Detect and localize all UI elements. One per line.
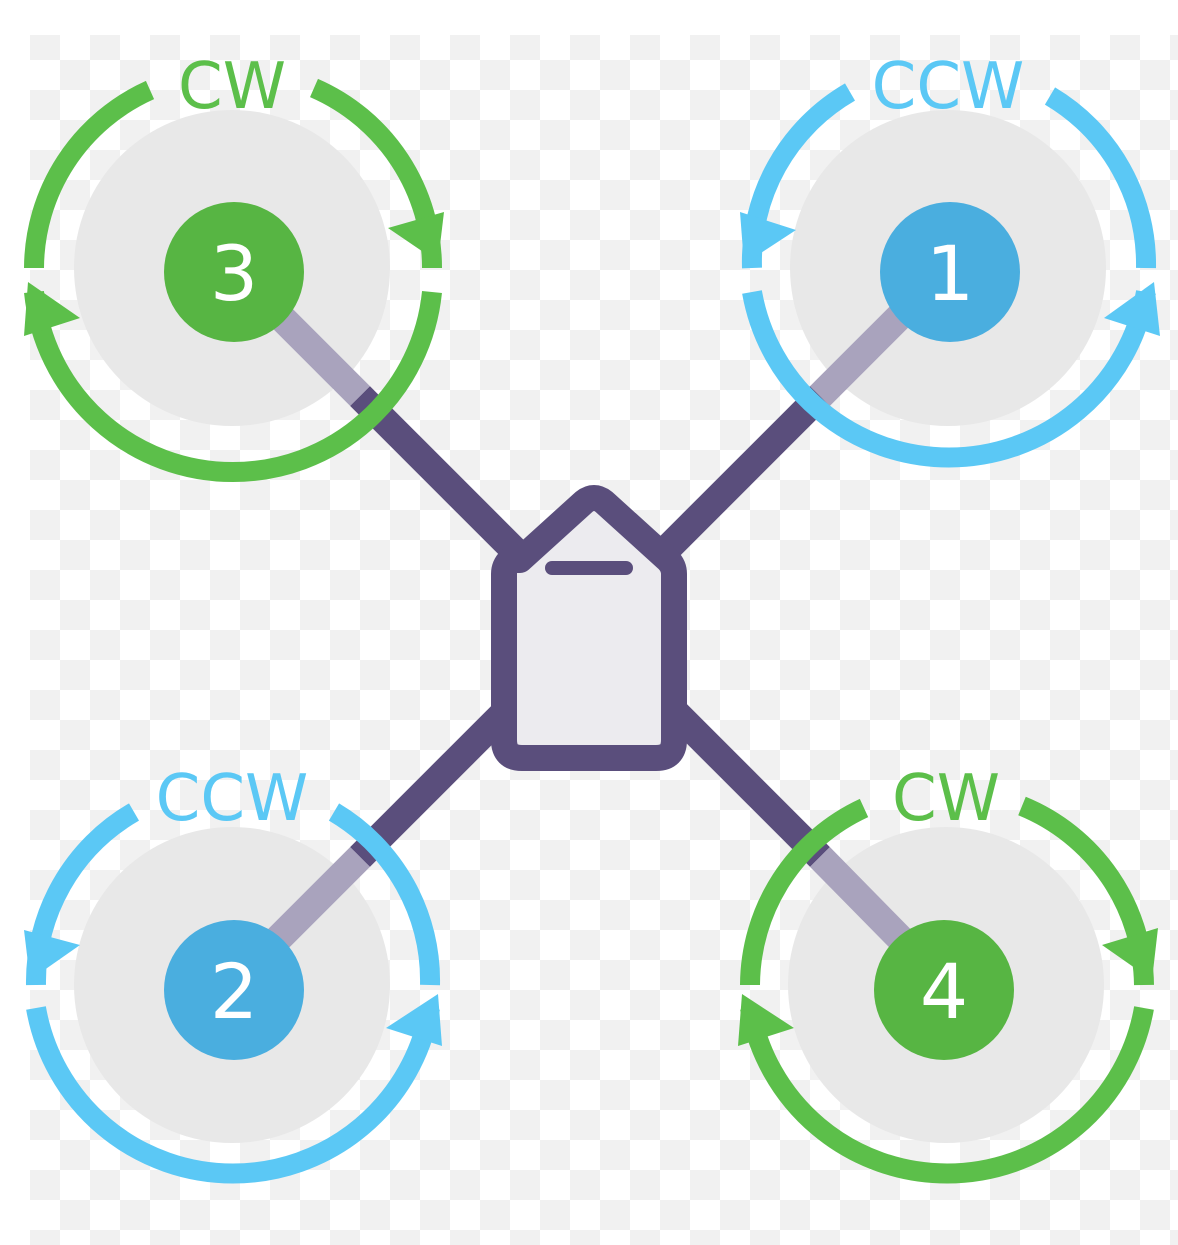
arrowhead-3-right [388, 212, 444, 262]
body-shape [491, 485, 687, 771]
direction-label-3: CW [178, 50, 286, 124]
motor-hubs: 3 1 2 4 [164, 202, 1020, 1060]
arrowhead-2-left [24, 930, 80, 980]
motor-hub-4 [874, 920, 1014, 1060]
rotation-arc-1-right [1044, 87, 1157, 269]
motor-number-2: 2 [210, 947, 258, 1036]
arrowhead-1-left [740, 212, 796, 264]
arrowhead-3-left [24, 282, 80, 336]
direction-label-1: CCW [872, 50, 1025, 124]
rotation-arc-2-right [328, 803, 441, 986]
arm-3 [350, 386, 530, 566]
direction-label-4: CW [892, 762, 1000, 836]
rotation-arc-4-bottom [740, 1006, 1154, 1184]
motor-hub-3 [164, 202, 304, 342]
rotation-arrowheads [24, 212, 1160, 1046]
motor-4: 4 [874, 920, 1014, 1060]
rotation-arc-2-bottom [26, 1006, 440, 1184]
arrowhead-4-right [1102, 928, 1158, 980]
arrowhead-4-left [738, 994, 794, 1046]
motor-1: 1 [880, 202, 1020, 342]
motor-hub-2 [164, 920, 304, 1060]
arrowhead-1-right [1104, 282, 1160, 336]
motor-hub-1 [880, 202, 1020, 342]
motor-number-4: 4 [920, 947, 968, 1036]
rotation-arc-3-bottom [24, 290, 442, 483]
flight-controller-body [491, 485, 687, 771]
arrowhead-2-right [386, 994, 442, 1046]
direction-labels: CW CCW CCW CW [156, 50, 1025, 836]
motor-3: 3 [164, 202, 304, 342]
motor-number-3: 3 [210, 229, 258, 318]
rotation-arc-1-bottom [742, 290, 1156, 468]
motor-2: 2 [164, 920, 304, 1060]
rotation-arc-3-left [24, 80, 155, 269]
rotation-arc-4-left [740, 798, 869, 986]
motor-number-1: 1 [926, 229, 974, 318]
direction-label-2: CCW [156, 762, 309, 836]
arm-1 [650, 386, 830, 566]
